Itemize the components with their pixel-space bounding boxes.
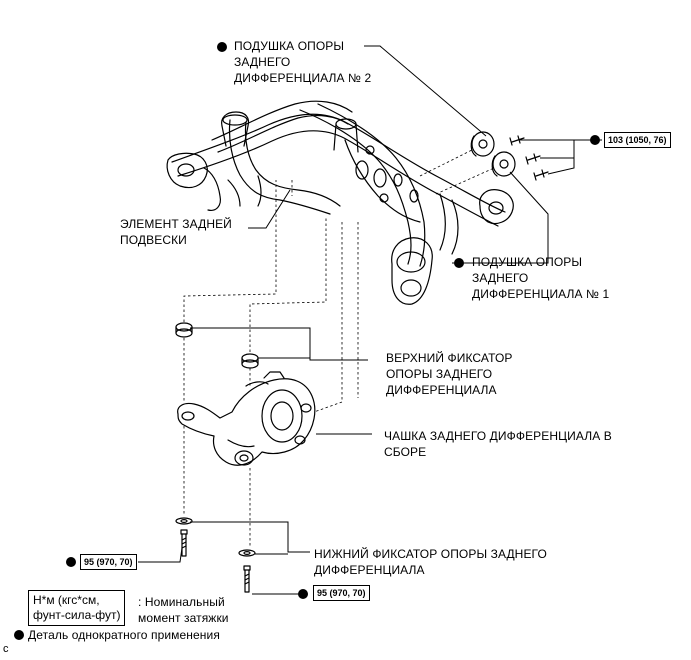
legend-single-use-text: Деталь однократного применения <box>28 628 220 642</box>
label-cushion-1: ПОДУШКА ОПОРЫ ЗАДНЕГО ДИФФЕРЕНЦИАЛА № 1 <box>472 255 610 301</box>
lower-stopper-left <box>175 517 193 525</box>
legend-unit-description: : Номинальный момент затяжки <box>138 595 229 625</box>
torque-marker-left <box>66 557 76 567</box>
label-suspension-member: ЭЛЕМЕНТ ЗАДНЕЙ ПОДВЕСКИ <box>120 217 232 247</box>
corner-mark: c <box>3 643 9 655</box>
torque-spec-left: 95 (970, 70) <box>80 554 137 570</box>
label-lower-stopper: НИЖНИЙ ФИКСАТОР ОПОРЫ ЗАДНЕГО ДИФФЕРЕНЦИ… <box>314 547 547 577</box>
upper-stopper-left <box>175 322 193 338</box>
label-differential-carrier: ЧАШКА ЗАДНЕГО ДИФФЕРЕНЦИАЛА В СБОРЕ <box>384 429 612 459</box>
label-upper-stopper: ВЕРХНИЙ ФИКСАТОР ОПОРЫ ЗАДНЕГО ДИФФЕРЕНЦ… <box>386 351 513 397</box>
single-use-marker-cushion1 <box>454 258 464 268</box>
diff-mount-cushion-2 <box>470 131 495 157</box>
torque-spec-top: 103 (1050, 76) <box>604 132 671 148</box>
upper-stopper-right <box>241 353 259 369</box>
legend-single-use-marker <box>14 630 24 640</box>
torque-marker-right <box>298 589 308 599</box>
torque-marker-top <box>590 135 600 145</box>
assembly-guide-lines <box>183 149 495 548</box>
diff-mount-cushion-1 <box>491 151 516 177</box>
leader-lines <box>138 45 602 595</box>
differential-carrier <box>177 371 316 466</box>
cushion-bolts <box>509 135 549 181</box>
label-cushion-2: ПОДУШКА ОПОРЫ ЗАДНЕГО ДИФФЕРЕНЦИАЛА № 2 <box>234 39 372 85</box>
legend-unit-box: Н*м (кгс*см, фунт-сила-фут) <box>28 590 126 626</box>
bolt-left <box>180 529 188 557</box>
bolt-right <box>243 565 251 593</box>
rear-suspension-member <box>166 100 514 305</box>
lower-stopper-right <box>238 549 256 557</box>
single-use-marker-cushion2 <box>217 42 227 52</box>
torque-spec-right: 95 (970, 70) <box>313 585 370 601</box>
